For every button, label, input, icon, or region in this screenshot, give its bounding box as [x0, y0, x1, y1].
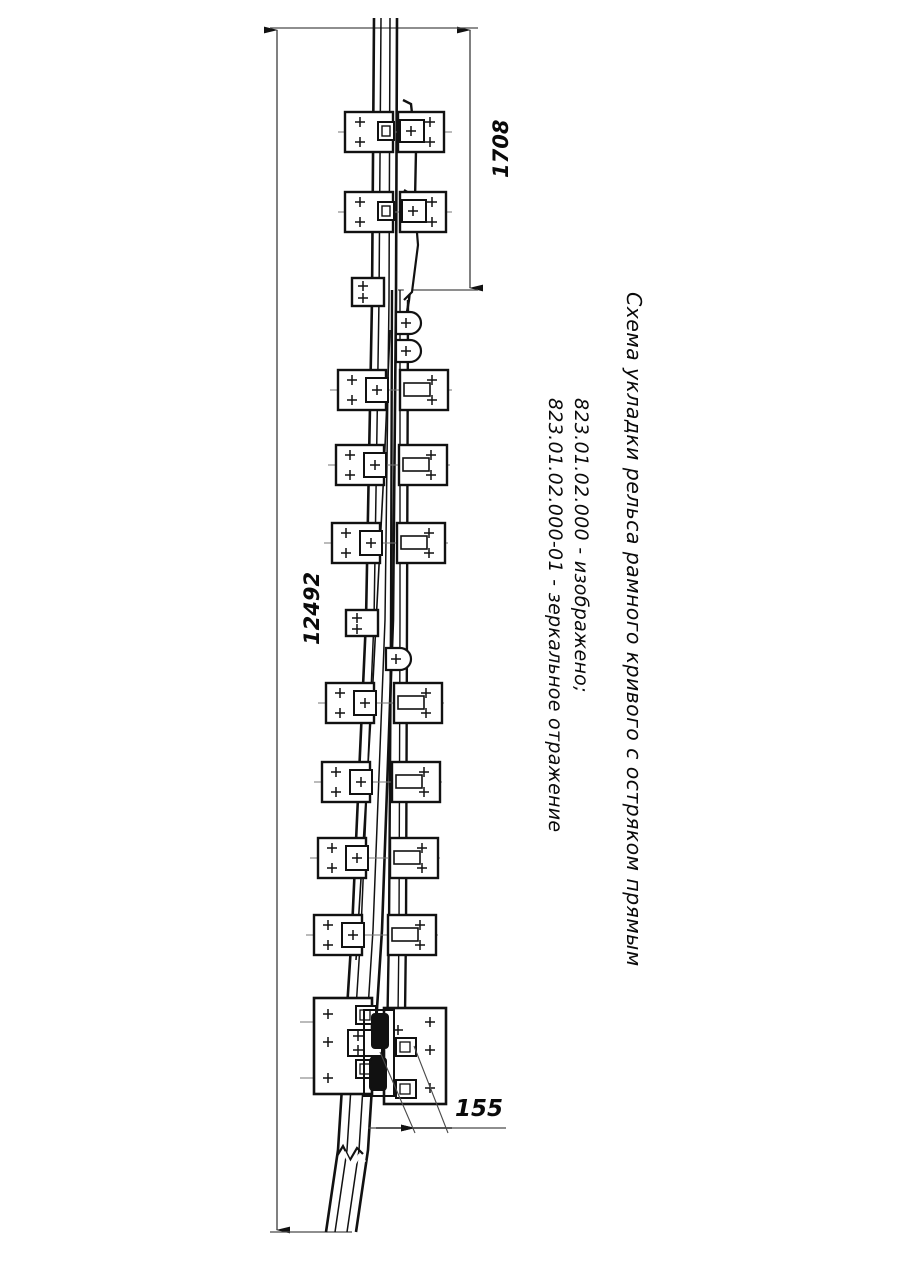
rail-clip-2: [394, 338, 423, 364]
overall-length-dimension: [264, 26, 392, 1234]
overall-length-value: 12492: [300, 571, 324, 645]
tie-plate-standard-5: [314, 760, 442, 804]
leader-line-1: [379, 1051, 416, 1134]
tie-plate-standard-3: [324, 521, 448, 565]
tie-plate-heel-assembly: [300, 996, 448, 1106]
tie-plate-switch-2: [338, 190, 452, 234]
drawing-title-line: Схема укладки рельса рамного кривого с о…: [622, 292, 646, 967]
heel-offset-dimension: [368, 1045, 506, 1134]
tie-plate-standard-1: [330, 368, 452, 412]
stock-rail-inner-edge: [354, 17, 399, 1233]
tie-plate-standard-2: [328, 443, 450, 487]
rail-clip-1: [394, 310, 423, 336]
tie-plate-block-2: [344, 608, 380, 638]
rail-clip-group: [384, 310, 423, 672]
stock-rail-web-right: [346, 17, 391, 1233]
tie-plate-group: [300, 110, 452, 1106]
tie-plate-standard-6: [310, 836, 440, 880]
rail-break-symbol: [336, 1143, 367, 1172]
tie-plate-standard-7: [306, 913, 438, 957]
heel-offset-value: 155: [455, 1096, 504, 1122]
leader-line-2: [413, 1045, 449, 1134]
part-number-primary-line: 823.01.02.000 - изображено;: [570, 398, 592, 693]
tie-plate-switch-1: [338, 110, 452, 154]
tie-plate-block-1: [350, 276, 386, 308]
switch-point-length-value: 1708: [489, 119, 513, 178]
rail-clip-3: [384, 646, 413, 672]
part-number-mirrored-line: 823.01.02.000-01 - зеркальное отражение: [544, 398, 566, 833]
tie-plate-standard-4: [318, 681, 444, 725]
